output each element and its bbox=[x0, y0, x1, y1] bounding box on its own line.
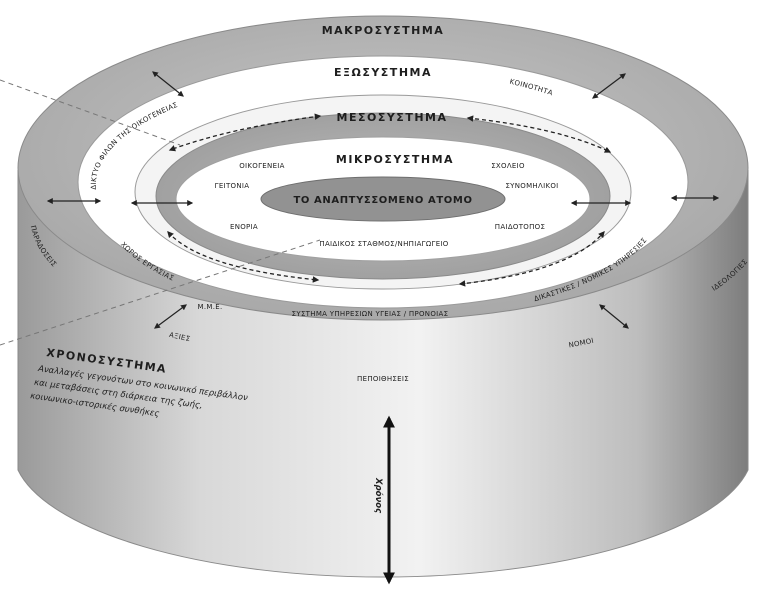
arrow-exo-top-left bbox=[152, 71, 184, 97]
macrosystem-title: ΜΑΚΡΟΣΥΣΤΗΜΑ bbox=[322, 24, 445, 37]
microsystem-label-family: ΟΙΚΟΓΕΝΕΙΑ bbox=[239, 162, 285, 170]
exosystem-label-media: Μ.Μ.Ε. bbox=[198, 303, 223, 311]
exosystem-title: ΕΞΩΣΥΣΤΗΜΑ bbox=[334, 66, 432, 79]
arrow-exo-top-right bbox=[592, 73, 626, 99]
microsystem-label-school: ΣΧΟΛΕΙΟ bbox=[491, 162, 525, 170]
microsystem-label-neighborhood: ΓΕΙΤΟΝΙΑ bbox=[215, 182, 250, 190]
dashed-arrow-meso-bottom-right bbox=[458, 231, 605, 287]
exosystem-label-health-services: ΣΥΣΤΗΜΑ ΥΠΗΡΕΣΙΩΝ ΥΓΕΙΑΣ / ΠΡΟΝΟΙΑΣ bbox=[292, 310, 449, 318]
microsystem-label-nursery: ΠΑΙΔΙΚΟΣ ΣΤΑΘΜΟΣ/ΝΗΠΙΑΓΩΓΕΙΟ bbox=[319, 240, 448, 248]
dashed-arrow-meso-bottom-left bbox=[167, 231, 320, 283]
microsystem-label-peers: ΣΥΝΟΜΗΛΙΚΟΙ bbox=[505, 182, 558, 190]
arrow-exo-bottom-left bbox=[154, 304, 187, 329]
microsystem-label-parish: ΕΝΟΡΙΑ bbox=[230, 223, 258, 231]
time-axis-label: Χρόνος bbox=[373, 477, 384, 514]
arrow-exo-bottom-right bbox=[599, 304, 629, 329]
dashed-pointer-line-upper bbox=[0, 79, 181, 146]
core-individual-label: ΤΟ ΑΝΑΠΤΥΣΣΟΜΕΝΟ ΑΤΟΜΟ bbox=[293, 195, 472, 206]
macrosystem-label-beliefs: ΠΕΠΟΙΘΗΣΕΙΣ bbox=[357, 375, 409, 383]
dashed-arrow-meso-top-right bbox=[466, 115, 612, 153]
mesosystem-title: ΜΕΣΟΣΥΣΤΗΜΑ bbox=[337, 111, 448, 124]
core-individual-ellipse bbox=[260, 176, 506, 222]
microsystem-label-playground: ΠΑΙΔΟΤΟΠΟΣ bbox=[495, 223, 545, 231]
microsystem-title: ΜΙΚΡΟΣΥΣΤΗΜΑ bbox=[336, 153, 454, 166]
